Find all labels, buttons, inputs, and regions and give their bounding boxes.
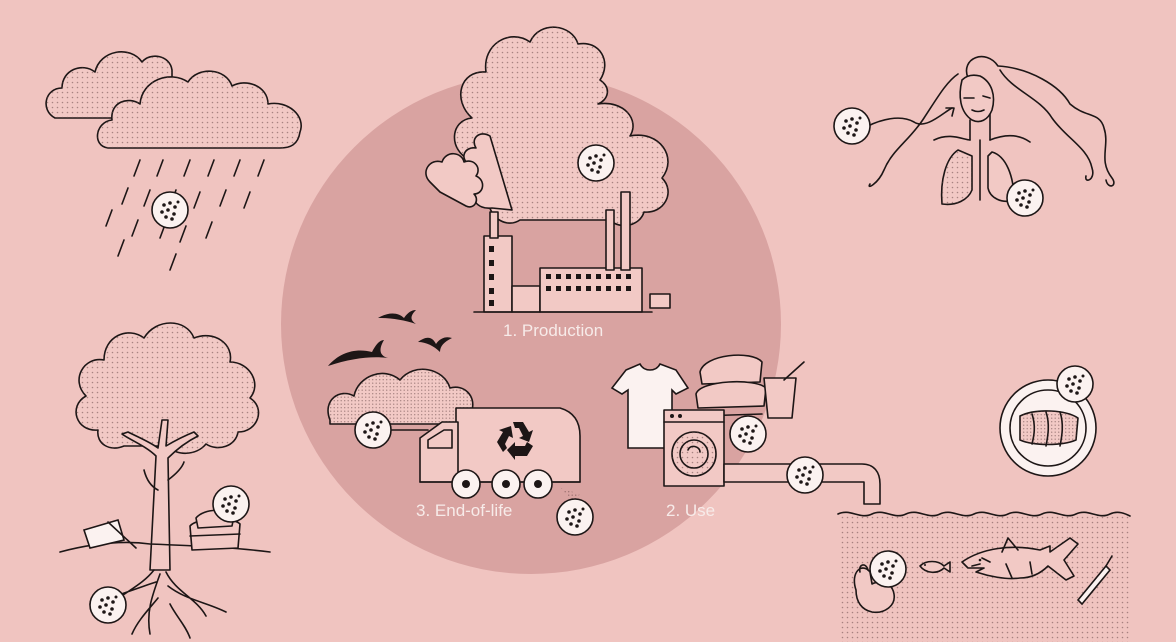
microplastic-particle-icon	[212, 485, 250, 523]
stage-label-use: 2. Use	[666, 501, 715, 520]
birds-icon	[328, 310, 452, 366]
straw-icon	[1076, 555, 1113, 606]
microplastic-particle-icon	[89, 586, 127, 624]
woman-lungs-icon	[833, 55, 1115, 217]
stage-label-production: 1. Production	[503, 321, 603, 340]
cloud-icon	[327, 368, 474, 449]
smoke-cloud-icon	[425, 26, 669, 227]
cup-straw-icon	[82, 519, 137, 549]
microplastic-particle-icon	[1056, 365, 1094, 403]
factory-icon	[473, 191, 671, 313]
food-container-icon	[189, 509, 241, 551]
ocean-icon	[837, 511, 1131, 642]
microplastic-particle-icon	[833, 107, 871, 145]
microplastic-particle-icon	[729, 415, 767, 453]
microplastic-particle-icon	[556, 498, 594, 536]
pipe-icon	[723, 456, 881, 505]
fish-icon	[919, 560, 951, 574]
washing-machine-icon	[663, 409, 725, 487]
stage-label-end-of-life: 3. End-of-life	[416, 501, 512, 520]
recycle-icon	[497, 422, 533, 460]
plastic-bag-icon	[853, 564, 895, 614]
microplastic-particle-icon	[869, 550, 907, 588]
microplastic-particle-icon	[786, 456, 824, 494]
tree-icon	[59, 322, 271, 639]
microplastic-particle-icon	[577, 144, 615, 182]
food-container-icon	[695, 354, 767, 417]
microplastic-particle-icon	[354, 411, 392, 449]
cup-straw-icon	[763, 361, 805, 419]
garbage-truck-icon	[419, 407, 594, 536]
fish-plate-icon	[999, 365, 1097, 477]
rain-cloud-icon	[45, 51, 302, 271]
microplastic-particle-icon	[1006, 179, 1044, 217]
microplastic-particle-icon	[151, 191, 189, 229]
shark-icon	[961, 537, 1079, 581]
